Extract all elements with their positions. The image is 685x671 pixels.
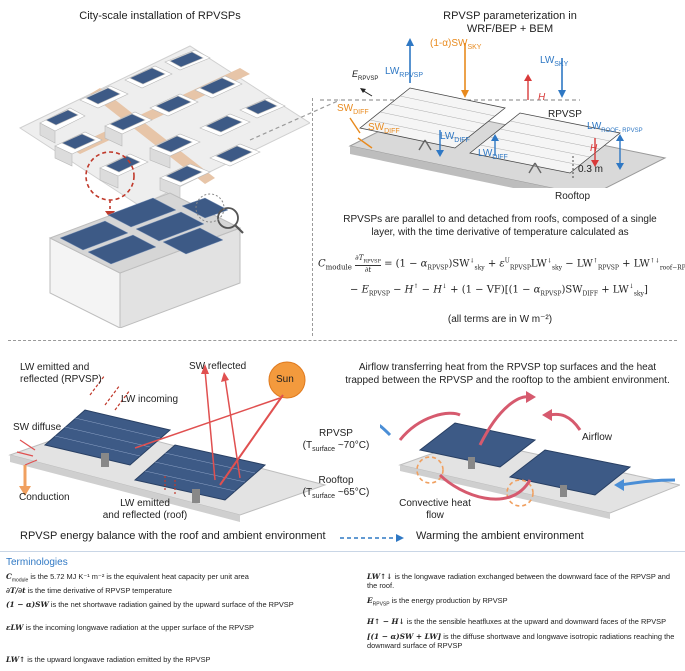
label-rpvsp-temp: RPVSP (Tsurface ~70°C) [302,428,370,453]
legend-warming: Warming the ambient environment [416,530,584,542]
label-lw-sky: LWSKY [540,55,569,68]
term-c-module: Cmodule is the 5.72 MJ K⁻¹ m⁻² is the eq… [6,572,249,584]
units-note: (all terms are in W m⁻²) [447,314,553,325]
city-illustration [18,45,310,328]
term-lw-roof: LW↑↓ is the longwave radiation exchanged… [367,572,670,590]
panel-b-title: RPVSP parameterization in WRF/BEP + BEM [400,10,620,36]
panel-b-title-line1: RPVSP parameterization in [443,10,577,22]
label-sw-reflected: SW reflected [189,361,247,372]
label-lw-roof: LWROOF- RPVSP [587,121,643,134]
term-dt: ∂T/∂t is the time derivative of RPVSP te… [6,586,173,595]
label-e-rpvsp: ERPVSP [352,69,379,82]
label-sw-diff: SWDIFF [337,103,369,116]
term-sw-net: (1 − α)SW is the net shortwave radiation… [6,600,294,609]
label-rooftop: Rooftop [555,191,591,202]
equation-line1: Cmodule ∂TRPVSP∂t = (1 − αRPVSP)SW↓sky +… [318,254,685,275]
label-gap: 0.3 m [578,164,604,175]
divider-vertical [312,98,313,336]
label-lw-diff: LWDIFF [440,131,470,144]
warming-legend-arrow [340,534,404,542]
term-h: H↑ − H↓ is the the sensible heatfluxes a… [367,617,666,626]
energy-balance-illustration [8,361,327,522]
label-h-2: H [590,143,598,154]
panel-c-caption: RPVSP energy balance with the roof and a… [20,530,326,542]
terminologies-title: Terminologies [6,557,68,568]
desc-line2: layer, with the time derivative of tempe… [371,227,629,238]
label-sw-diffuse: SW diffuse [13,422,62,433]
rpvsp-parameterization-diagram [348,38,667,188]
label-sw-sky: (1-α)SWSKY [430,38,482,51]
label-rooftop-temp: Rooftop (Tsurface ~65°C) [302,475,370,500]
panel-a-title: City-scale installation of RPVSPs [79,10,241,22]
label-airflow: Airflow [582,432,613,443]
desc-line1: RPVSPs are parallel to and detached from… [343,214,657,225]
label-conduction: Conduction [19,492,70,503]
equation-line2: − ERPVSP − H↑ − H↓ + (1 − VF)[(1 − αRPVS… [350,283,648,298]
label-h: H [538,92,546,103]
panel-b-description: RPVSPs are parallel to and detached from… [330,213,670,239]
airflow-illustration [380,391,680,519]
term-lw-in: εLW is the incoming longwave radiation a… [6,623,254,632]
label-sw-diff-2: SWDIFF [368,122,400,135]
term-lw-up: LW↑ is the upward longwave radiation emi… [6,655,211,664]
terminologies-box [0,551,685,671]
label-rpvsp: RPVSP [548,109,582,120]
label-sun: Sun [276,374,294,385]
label-convective: Convective heat flow [399,498,471,521]
label-lw-diff-2: LWDIFF [478,148,508,161]
label-lw-roof: LW emitted and reflected (roof) [102,498,188,521]
panel-d-title: Airflow transferring heat from the RPVSP… [345,362,670,386]
label-lw-emitted-reflected: LW emitted and reflected (RPVSP) [20,362,102,385]
label-lw-incoming: LW incoming [121,394,179,405]
term-diff: [(1 − α)SW + LW] is the diffuse shortwav… [367,632,675,650]
label-lw-rpvsp: LWRPVSP [385,66,423,79]
term-e: ERPVSP is the energy production by RPVSP [367,596,508,608]
divider-horizontal [8,340,677,341]
panel-b-title-line2: WRF/BEP + BEM [466,23,554,35]
